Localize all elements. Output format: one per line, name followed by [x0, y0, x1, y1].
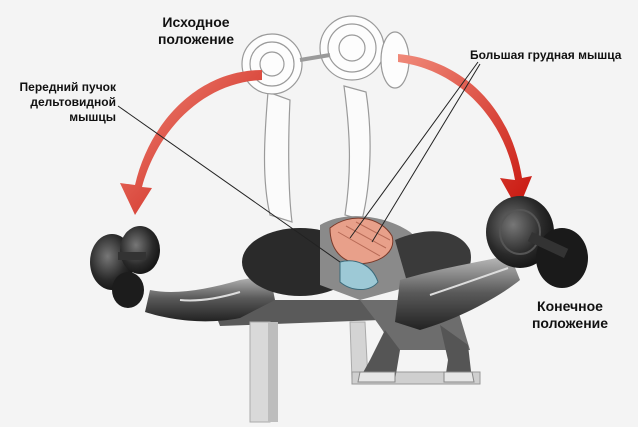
- right-arrow: [398, 54, 532, 210]
- left-arm: [145, 275, 275, 322]
- end-position-line-1: Конечное: [537, 298, 603, 314]
- right-arm: [395, 255, 520, 330]
- start-position-outline: [241, 15, 410, 223]
- movement-arrows: [120, 54, 532, 215]
- muscle-highlights: [329, 217, 394, 290]
- end-position-label: Конечное положение: [520, 298, 620, 332]
- anterior-deltoid-label: Передний пучок дельтовидной мышцы: [4, 80, 116, 125]
- anterior-deltoid-line-2: дельтовидной: [30, 95, 116, 109]
- pectoralis-major-shape: [329, 217, 394, 265]
- start-position-line-2: положение: [157, 31, 235, 47]
- anterior-deltoid-line-1: Передний пучок: [19, 80, 116, 94]
- left-dumbbell: [90, 226, 160, 308]
- start-position-label: Исходное положение: [146, 14, 246, 48]
- right-dumbbell: [486, 196, 588, 288]
- legs: [357, 325, 475, 383]
- left-arrow: [120, 70, 262, 215]
- leader-lines: [117, 61, 481, 263]
- pectoralis-major-label: Большая грудная мышца: [470, 48, 622, 62]
- end-position-line-2: положение: [531, 315, 609, 331]
- anterior-deltoid-line-3: мышцы: [69, 110, 116, 124]
- anterior-deltoid-shape: [339, 260, 379, 290]
- start-position-line-1: Исходное: [162, 14, 230, 30]
